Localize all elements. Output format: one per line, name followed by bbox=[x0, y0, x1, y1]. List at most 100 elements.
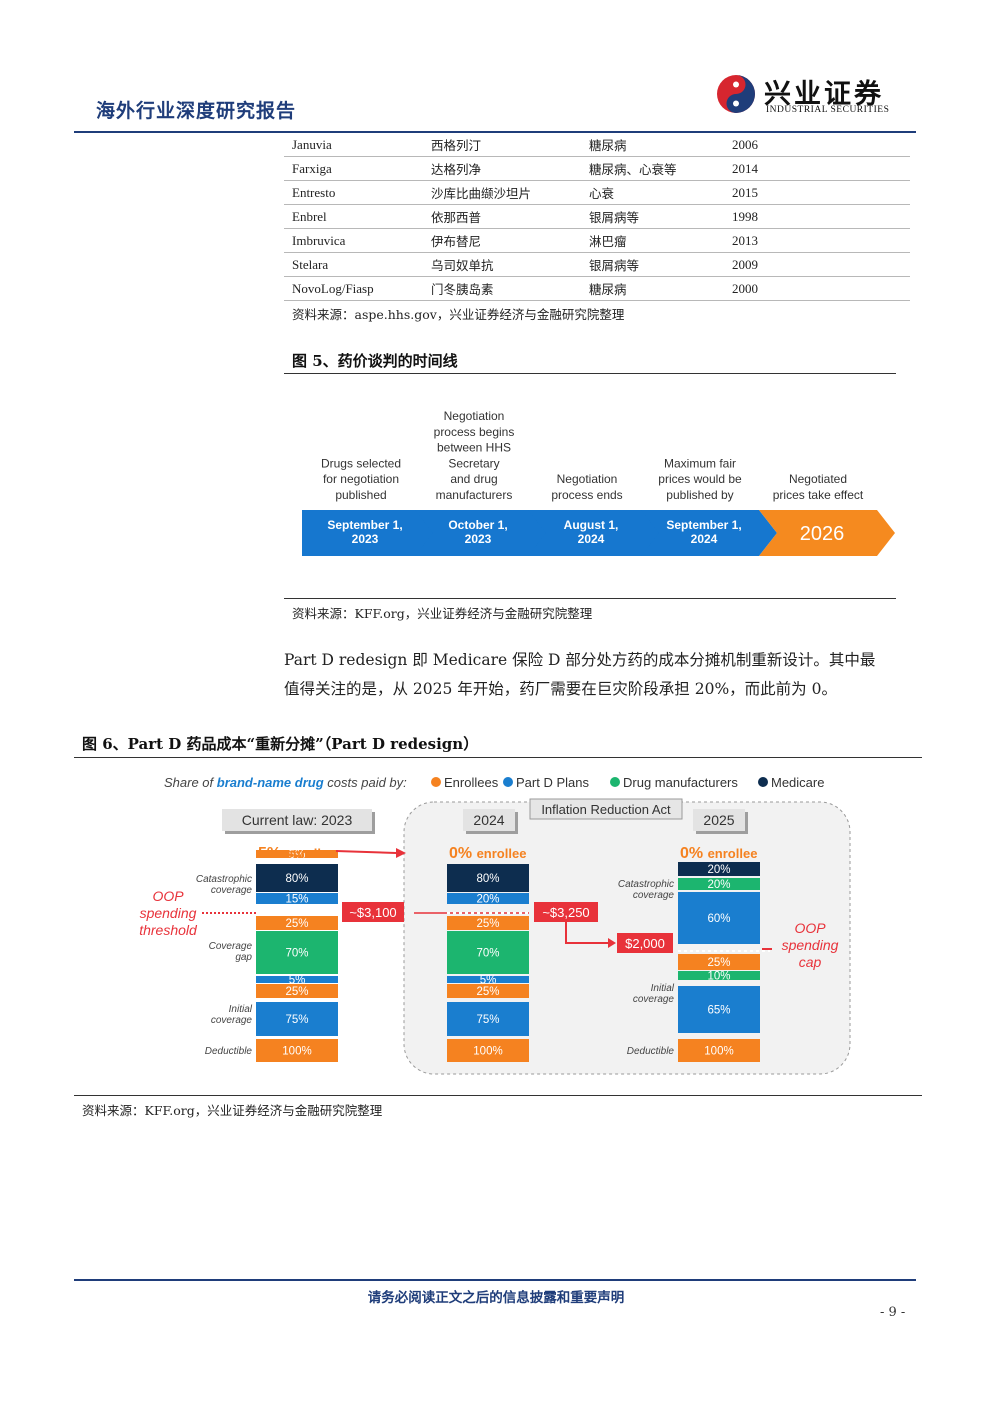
bar-value-label: 100% bbox=[704, 1046, 733, 1058]
generic-name-cell: 伊布替尼 bbox=[423, 228, 581, 253]
bar-value-label: 25% bbox=[285, 986, 308, 998]
generic-name-cell: 依那西普 bbox=[423, 204, 581, 229]
timeline-step-label: Negotiation bbox=[557, 472, 618, 486]
oop-threshold-label: threshold bbox=[139, 922, 198, 938]
timeline-date: 2024 bbox=[578, 532, 605, 546]
bar-segment bbox=[256, 1002, 338, 1036]
bar-segment bbox=[678, 862, 760, 876]
amount-badge bbox=[534, 902, 598, 922]
bar-value-label: 100% bbox=[282, 1046, 311, 1058]
report-title: 海外行业深度研究报告 bbox=[96, 100, 297, 122]
bar-segment bbox=[447, 916, 529, 930]
bar-segment bbox=[256, 916, 338, 930]
legend-caption: Share of brand-name drug costs paid by: bbox=[164, 775, 407, 790]
bar-segment bbox=[256, 976, 338, 983]
fig6-top-rule bbox=[74, 757, 922, 758]
bar-segment bbox=[678, 986, 760, 1033]
legend-swatch bbox=[758, 777, 768, 787]
footer-divider bbox=[74, 1279, 916, 1281]
enrollee-share-label: 5% enrollee bbox=[258, 845, 335, 862]
amount-badge bbox=[342, 902, 404, 922]
stage-label: Initial bbox=[651, 983, 675, 994]
fig5-top-rule bbox=[284, 373, 896, 374]
stage-label: coverage bbox=[211, 1015, 253, 1026]
stage-label: coverage bbox=[211, 885, 253, 896]
stage-label: Catastrophic bbox=[618, 879, 674, 890]
timeline-step-label: prices would be bbox=[658, 472, 742, 486]
body-paragraph: Part D redesign 即 Medicare 保险 D 部分处方药的成本… bbox=[284, 646, 875, 704]
legend-label: Enrollees bbox=[444, 775, 499, 790]
timeline-step-label: published by bbox=[666, 488, 733, 502]
drug-name-cell: Stelara bbox=[284, 252, 423, 277]
timeline-arrow-1 bbox=[302, 510, 438, 556]
generic-name-cell: 西格列汀 bbox=[423, 133, 581, 157]
timeline-step-label: Maximum fair bbox=[664, 456, 736, 470]
bar-value-label: 80% bbox=[285, 873, 308, 885]
bar-segment bbox=[256, 1039, 338, 1062]
year-cell: 2000 bbox=[724, 276, 910, 301]
bar-segment bbox=[256, 931, 338, 974]
drug-name-cell: Januvia bbox=[284, 133, 423, 157]
timeline-step-label: between HHS bbox=[437, 441, 511, 455]
generic-name-cell: 沙库比曲缬沙坦片 bbox=[423, 180, 581, 205]
page-number: - 9 - bbox=[880, 1305, 906, 1320]
timeline-arrow-5 bbox=[759, 510, 895, 556]
bar-segment bbox=[447, 984, 529, 998]
bar-value-label: 70% bbox=[285, 948, 308, 960]
bar-value-label: 70% bbox=[476, 948, 499, 960]
timeline-date: 2024 bbox=[691, 532, 718, 546]
timeline-step-label: Negotiated bbox=[789, 472, 847, 486]
year-tab bbox=[693, 809, 745, 831]
timeline-step-label: Drugs selected bbox=[321, 456, 401, 470]
stage-label: Catastrophic bbox=[196, 874, 252, 885]
change-arrow-head bbox=[396, 848, 406, 858]
bar-value-label: 5% bbox=[289, 975, 306, 987]
stage-label: Initial bbox=[229, 1004, 253, 1015]
logo-subtext: INDUSTRIAL SECURITIES bbox=[766, 105, 890, 115]
indication-cell: 心衰 bbox=[581, 180, 724, 205]
bar-value-label: 25% bbox=[707, 957, 730, 969]
oop-cap-label: spending bbox=[782, 937, 839, 953]
indication-cell: 淋巴瘤 bbox=[581, 228, 724, 253]
timeline-step-label: published bbox=[335, 488, 386, 502]
year-tab bbox=[222, 809, 372, 831]
year-cell: 2009 bbox=[724, 252, 910, 277]
bar-value-label: 5% bbox=[289, 849, 306, 861]
indication-cell: 银屑病等 bbox=[581, 252, 724, 277]
bar-value-label: 5% bbox=[480, 975, 497, 987]
stage-label: Deductible bbox=[205, 1046, 253, 1057]
stage-label: Deductible bbox=[627, 1046, 675, 1057]
stage-label: gap bbox=[235, 952, 252, 963]
indication-cell: 糖尿病 bbox=[581, 133, 724, 157]
fig5-source: 资料来源：KFF.org，兴业证券经济与金融研究院整理 bbox=[292, 606, 593, 621]
year-tab-label: 2025 bbox=[703, 812, 734, 828]
year-tab bbox=[463, 809, 515, 831]
bar-segment bbox=[447, 1002, 529, 1036]
timeline-step-label: process ends bbox=[551, 488, 622, 502]
drug-name-cell: Enbrel bbox=[284, 204, 423, 229]
timeline-step-label: Secretary bbox=[448, 456, 499, 470]
amount-arrow-head bbox=[608, 938, 616, 948]
stage-label: coverage bbox=[633, 890, 675, 901]
bar-value-label: 15% bbox=[285, 894, 308, 906]
timeline-arrow-3 bbox=[528, 510, 664, 556]
ira-label-box bbox=[529, 798, 683, 820]
bar-segment bbox=[256, 850, 338, 858]
year-cell: 2015 bbox=[724, 180, 910, 205]
timeline-step-label: manufacturers bbox=[436, 488, 513, 502]
bar-segment bbox=[256, 984, 338, 998]
year-cell: 2006 bbox=[724, 133, 910, 157]
timeline-step-label: and drug bbox=[450, 472, 497, 486]
bar-value-label: 20% bbox=[707, 879, 730, 891]
timeline-date: 2023 bbox=[352, 532, 379, 546]
bar-value-label: 60% bbox=[707, 913, 730, 925]
timeline-date: August 1, bbox=[564, 518, 619, 532]
bar-segment bbox=[678, 954, 760, 970]
oop-cap-label: OOP bbox=[794, 920, 826, 936]
drug-name-cell: Farxiga bbox=[284, 156, 423, 181]
stage-label: Coverage bbox=[209, 941, 253, 952]
logo-icon bbox=[717, 75, 755, 113]
bar-value-label: 25% bbox=[285, 918, 308, 930]
bar-segment bbox=[447, 976, 529, 983]
